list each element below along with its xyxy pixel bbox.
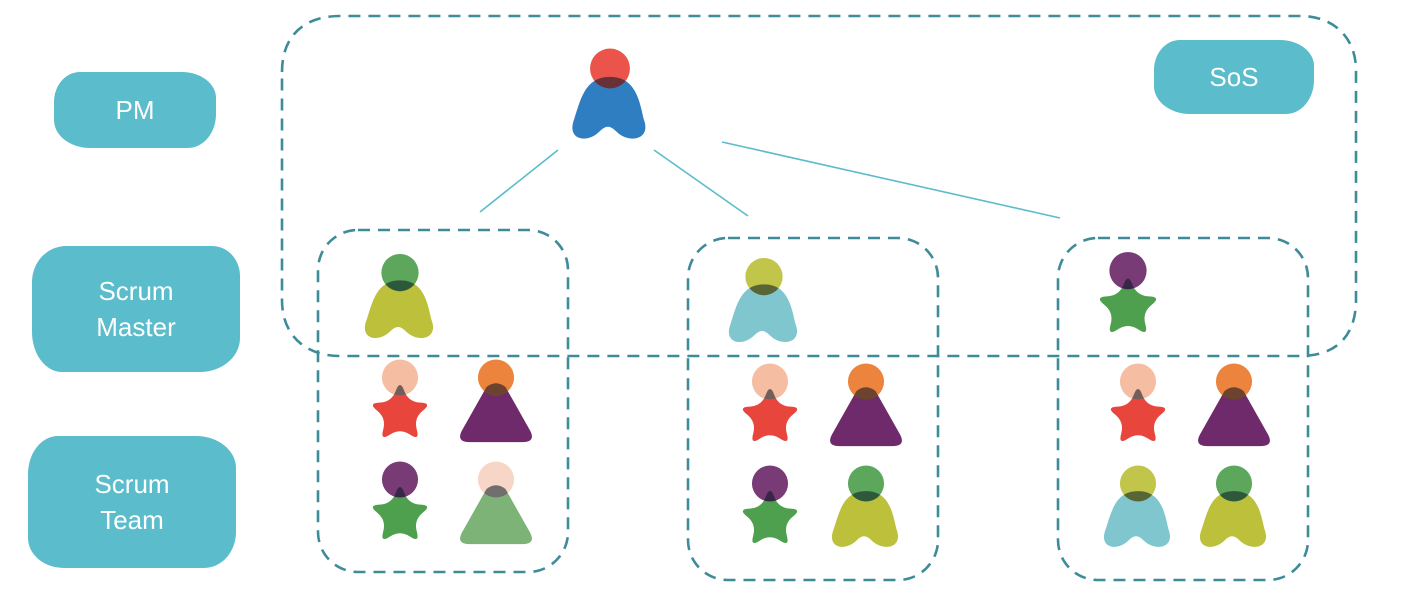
connector-pm-team-1 [479,149,559,213]
team-3-member-1 [1110,363,1166,442]
team-1-member-1 [372,359,428,438]
scrum-master-figure-1 [364,253,434,339]
team-2-member-3-head [751,465,789,502]
team-1-member-2-head [477,359,515,396]
team-2-member-1 [742,363,798,442]
team-1-member-3-body [372,487,428,540]
scrum-master-figure-2 [728,257,798,343]
team-2-member-4-overlap [847,491,885,502]
team-2-member-2-body [830,387,902,447]
team-1-member-1-head [381,359,419,396]
team-3-member-2-body [1198,387,1270,447]
scrum-master-figure-1-body [364,280,434,339]
team-3-member-1-head [1119,363,1157,400]
scrum-master-figure-1-overlap [381,280,419,292]
product-manager-figure-overlap [590,76,630,89]
team-2-member-4 [831,465,899,547]
team-2-member-1-body [742,389,798,442]
team-2-member-2-head [847,363,885,400]
team-3-member-2 [1198,363,1270,447]
team-2-member-3 [742,465,798,544]
team-3-member-4 [1199,465,1267,547]
team-2-member-4-body [831,491,899,547]
team-3-member-2-head [1215,363,1253,400]
role-label-sos: SoS [1154,40,1314,114]
product-manager-figure [572,48,646,139]
team-1-member-4-head [477,461,515,498]
team-1-member-2-body [460,383,532,443]
team-1-member-4-body [460,485,532,545]
sos-boundary [280,14,1358,358]
scrum-master-figure-2-body [728,284,798,343]
connector-pm-team-3 [721,141,1061,219]
team-2-member-3-body [742,491,798,544]
team-3-member-3-overlap [1119,491,1157,502]
team-boundary-1 [316,228,570,574]
role-label-pm: PM [54,72,216,148]
team-3-member-3 [1103,465,1171,547]
people-layer [364,48,1270,547]
scrum-master-figure-2-overlap [745,284,783,296]
team-2-member-1-head [751,363,789,400]
team-3-member-4-body [1199,491,1267,547]
team-1-member-3-head [381,461,419,498]
scrum-master-figure-3 [1099,251,1157,333]
team-boundary-2 [686,236,940,582]
scrum-master-figure-3-body [1099,278,1157,333]
team-1-member-3 [372,461,428,540]
team-3-member-3-body [1103,491,1171,547]
scrum-master-figure-3-head [1109,251,1147,290]
team-3-member-4-overlap [1215,491,1253,502]
team-3-member-1-body [1110,389,1166,442]
team-boundary-3 [1056,236,1310,582]
team-2-member-2 [830,363,902,447]
role-label-scrum-team: Scrum Team [28,436,236,568]
connector-pm-team-2 [653,149,749,217]
team-1-member-2 [460,359,532,443]
product-manager-figure-body [572,76,646,139]
role-label-scrum-master: Scrum Master [32,246,240,372]
team-1-member-1-body [372,385,428,438]
team-1-member-4 [460,461,532,545]
